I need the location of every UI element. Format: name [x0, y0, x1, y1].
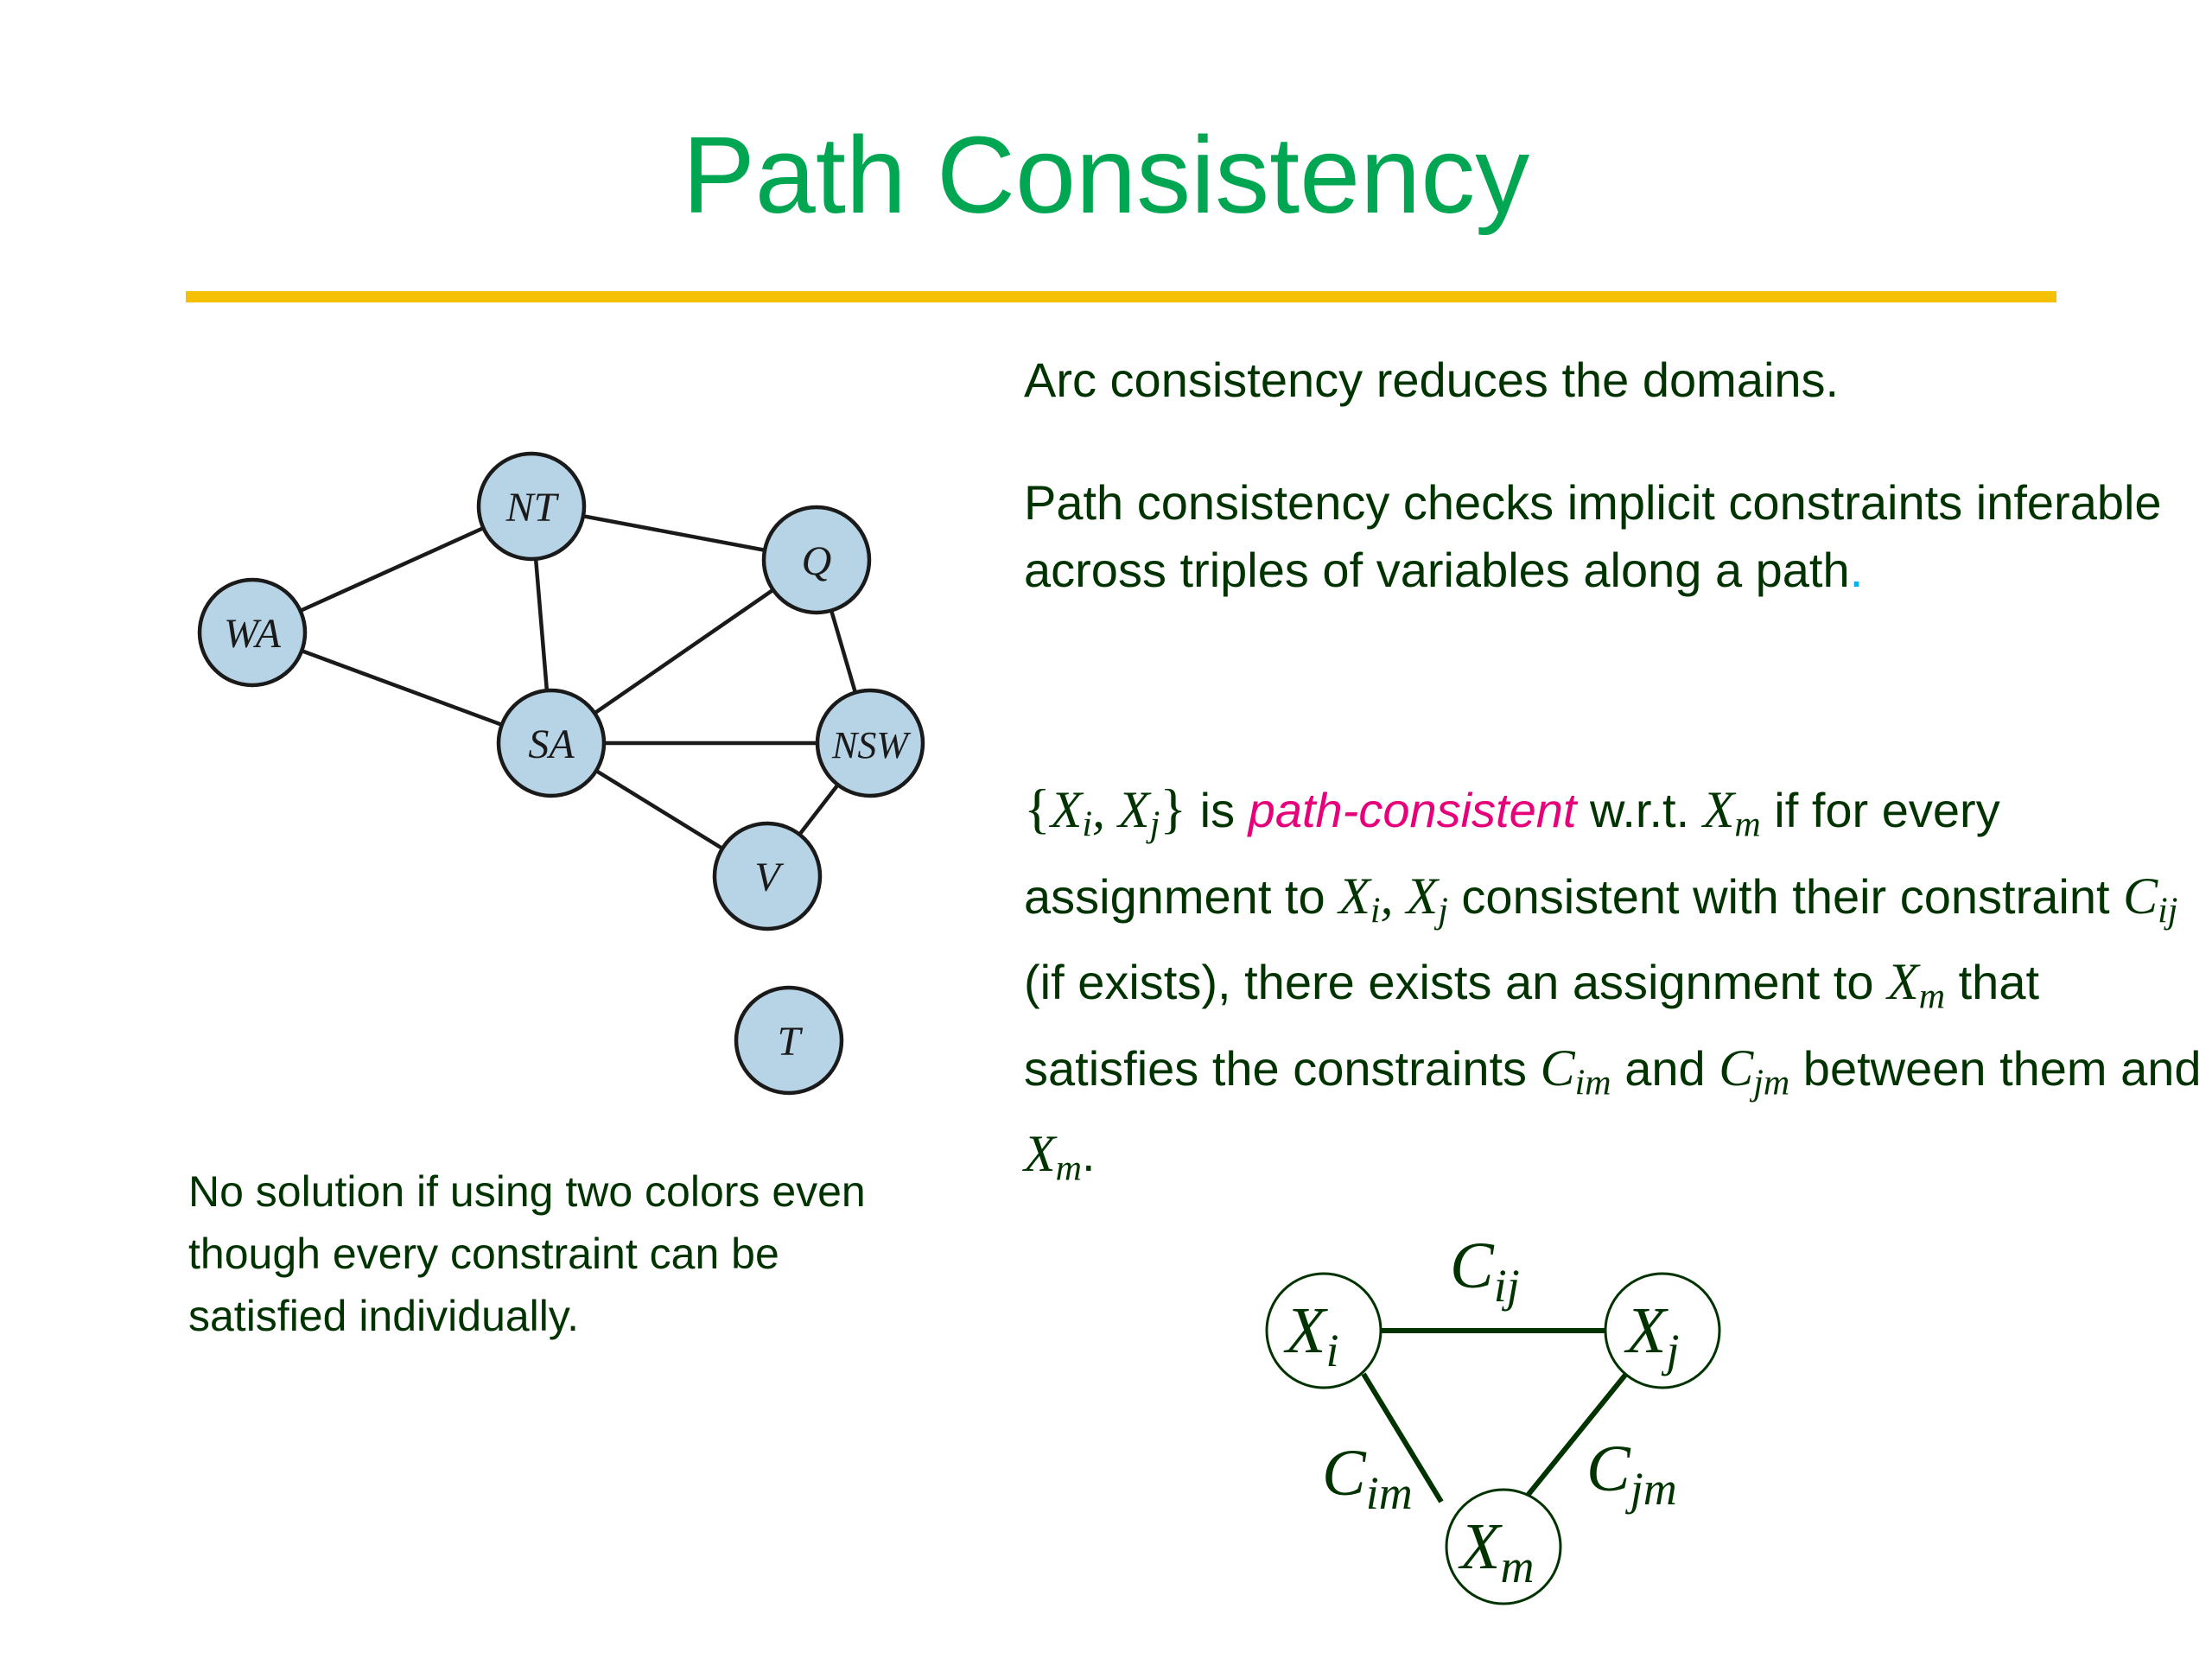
def-s4: consistent with their constraint: [1461, 868, 2110, 924]
def-wrt: w.r.t.: [1590, 783, 1690, 837]
def-is: is: [1199, 783, 1236, 837]
sentence-period: .: [1849, 543, 1864, 597]
label-xm: Xm: [1458, 1510, 1534, 1592]
def-s5: (if exists), there exists an assignment …: [1024, 955, 1874, 1009]
definition-text: {Xi, Xj} is path-consistent w.r.t. Xm if…: [1024, 773, 2208, 1205]
node-sa: [496, 688, 607, 798]
path-consistent-term: path-consistent: [1248, 783, 1577, 837]
node-xi: [1265, 1272, 1382, 1389]
label-cim: Cim: [1322, 1437, 1413, 1519]
label-cij: Cij: [1450, 1230, 1520, 1312]
def-s3: if for every assignment to: [1024, 783, 2000, 924]
edge-cim: [1361, 1372, 1444, 1503]
var-xm: Xm: [1702, 781, 1761, 845]
label-sa: SA: [528, 721, 575, 767]
def-s8: between them and: [1802, 1040, 2202, 1096]
label-t: T: [778, 1019, 804, 1065]
label-v: V: [754, 855, 784, 900]
node-xj: [1604, 1272, 1721, 1389]
node-q: [761, 505, 872, 615]
label-nsw: NSW: [831, 724, 911, 766]
node-xm: [1445, 1488, 1562, 1605]
label-q: Q: [802, 538, 832, 584]
def-end: .: [1082, 1127, 1096, 1181]
path-consistency-text: Path consistency checks implicit constra…: [1024, 469, 2190, 604]
node-nsw: [815, 688, 925, 798]
edge-cjm: [1520, 1372, 1629, 1503]
var-xi-xj: Xi, Xj: [1338, 867, 1448, 931]
var-xm-2: Xm: [1887, 953, 1946, 1017]
node-t: [734, 985, 844, 1096]
arc-consistency-text: Arc consistency reduces the domains.: [1024, 353, 1840, 407]
node-wa: [197, 577, 308, 688]
path-consistency-sentence: Path consistency checks implicit constra…: [1024, 475, 2162, 597]
label-nt: NT: [505, 485, 560, 531]
def-s6: that satisfies the constraints: [1024, 955, 2040, 1096]
var-xm-3: Xm: [1024, 1125, 1082, 1189]
label-xi: Xi: [1283, 1294, 1338, 1376]
node-nt: [476, 451, 587, 562]
slide-title: Path Consistency: [682, 114, 1530, 236]
node-v: [712, 821, 823, 931]
var-cij: Cij: [2123, 867, 2178, 931]
var-cjm: Cjm: [1719, 1039, 1790, 1103]
label-wa: WA: [224, 611, 282, 657]
label-cjm: Cjm: [1586, 1433, 1677, 1515]
var-cim: Cim: [1540, 1039, 1611, 1103]
label-xj: Xj: [1624, 1294, 1679, 1376]
two-color-note: No solution if using two colors even tho…: [188, 1167, 866, 1340]
set-brace-close: }: [1160, 778, 1187, 839]
title-underline: [186, 291, 2056, 302]
set-brace-open: {: [1024, 778, 1051, 839]
var-xi: Xi, Xj: [1050, 781, 1160, 845]
def-and: and: [1624, 1040, 1706, 1096]
